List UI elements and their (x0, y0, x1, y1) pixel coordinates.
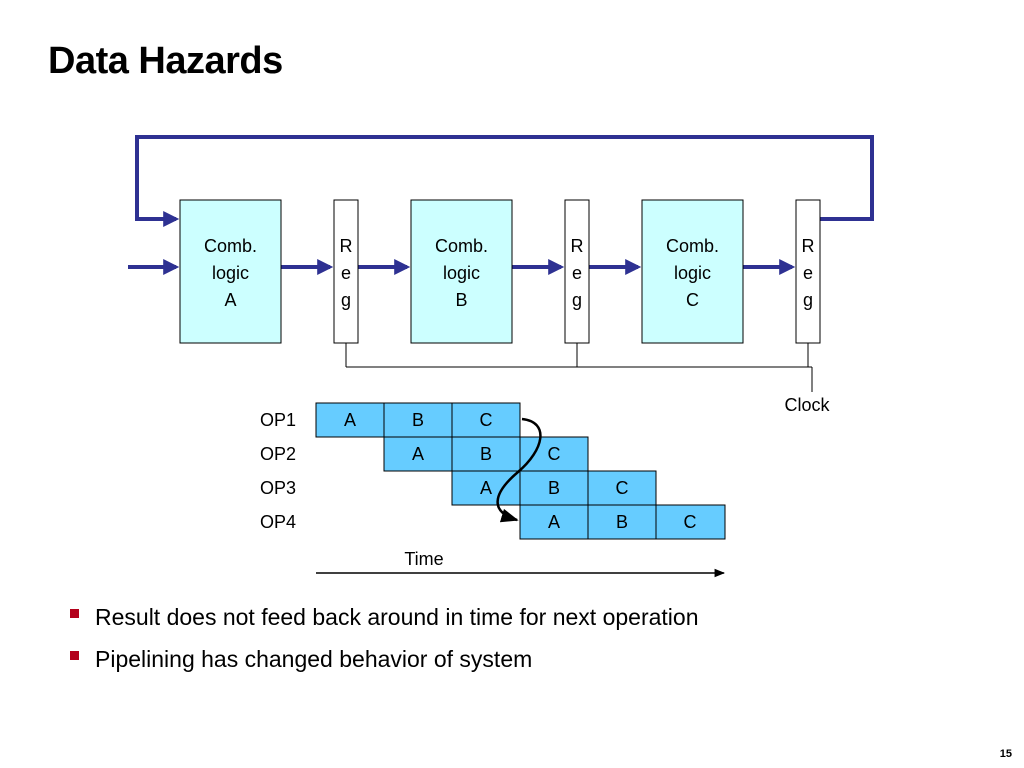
op1-cell-c-label: C (480, 410, 493, 430)
op3-row: A B C (451, 470, 657, 506)
op1-cell-a (315, 402, 385, 438)
stage-a-line1: Comb. (204, 236, 257, 256)
stage-b-line1: Comb. (435, 236, 488, 256)
op3-label: OP3 (260, 478, 296, 498)
op3-cell-c-label: C (616, 478, 629, 498)
page-number: 15 (999, 748, 1012, 760)
clock-label: Clock (784, 395, 830, 415)
slide-title: Data Hazards (48, 40, 283, 82)
op1-cell-b (383, 402, 453, 438)
comb-logic-block-a: Comb. logic A (179, 199, 282, 344)
register-1-letter-e: e (341, 263, 351, 283)
op4-cell-c (655, 504, 726, 540)
op4-cell-c-label: C (684, 512, 697, 532)
op4-row: A B C (519, 504, 726, 540)
stage-b-line3: B (455, 290, 467, 310)
register-2: R e g (564, 199, 590, 344)
op4-cell-a (519, 504, 589, 540)
op2-cell-b-label: B (480, 444, 492, 464)
register-1: R e g (333, 199, 359, 344)
register-3-letter-r: R (802, 236, 815, 256)
square-bullet-icon (70, 609, 79, 618)
op4-cell-b (587, 504, 657, 540)
op3-cell-b-label: B (548, 478, 560, 498)
bullet-text: Pipelining has changed behavior of syste… (95, 646, 533, 672)
stage-a-line3: A (224, 290, 236, 310)
hazard-curve-arrow (496, 417, 542, 523)
time-label: Time (404, 549, 443, 569)
stage-b-line2: logic (443, 263, 480, 283)
register-2-letter-g: g (572, 290, 582, 310)
op1-cell-a-label: A (344, 410, 356, 430)
register-3: R e g (795, 199, 821, 344)
bullet-list: Result does not feed back around in time… (70, 596, 698, 680)
comb-logic-block-c: Comb. logic C (641, 199, 744, 344)
square-bullet-icon (70, 651, 79, 660)
register-2-letter-e: e (572, 263, 582, 283)
bullet-item: Pipelining has changed behavior of syste… (70, 638, 698, 680)
op2-cell-b (451, 436, 521, 472)
register-2-letter-r: R (571, 236, 584, 256)
op3-cell-c (587, 470, 657, 506)
op3-cell-b (519, 470, 589, 506)
op2-cell-a-label: A (412, 444, 424, 464)
stage-c-line1: Comb. (666, 236, 719, 256)
op3-cell-a-label: A (480, 478, 492, 498)
op2-cell-c-label: C (548, 444, 561, 464)
clock-wiring (345, 343, 813, 392)
op4-cell-a-label: A (548, 512, 560, 532)
register-1-letter-r: R (340, 236, 353, 256)
register-3-letter-e: e (803, 263, 813, 283)
op1-label: OP1 (260, 410, 296, 430)
stage-c-line2: logic (674, 263, 711, 283)
stage-c-line3: C (686, 290, 699, 310)
register-1-letter-g: g (341, 290, 351, 310)
op4-label: OP4 (260, 512, 296, 532)
op2-label: OP2 (260, 444, 296, 464)
op2-row: A B C (383, 436, 589, 472)
register-3-letter-g: g (803, 290, 813, 310)
feedback-loop-arrow (135, 135, 874, 227)
bullet-text: Result does not feed back around in time… (95, 604, 699, 630)
op1-cell-b-label: B (412, 410, 424, 430)
bullet-item: Result does not feed back around in time… (70, 596, 698, 638)
op4-cell-b-label: B (616, 512, 628, 532)
stage-a-line2: logic (212, 263, 249, 283)
comb-logic-block-b: Comb. logic B (410, 199, 513, 344)
op1-row: A B C (315, 402, 521, 438)
op2-cell-a (383, 436, 453, 472)
